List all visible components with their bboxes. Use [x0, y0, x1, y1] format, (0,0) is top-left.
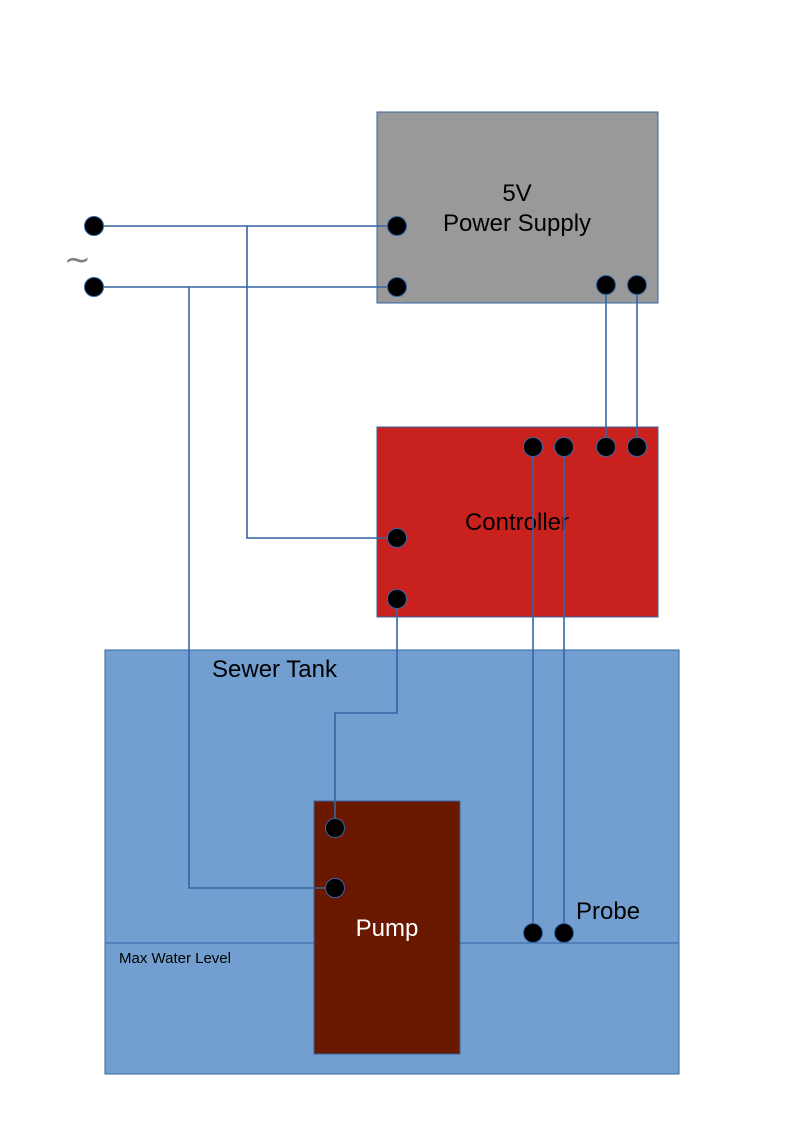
controller-ac-terminal-out [387, 589, 407, 609]
ac-source-symbol: ~ [64, 240, 91, 278]
sewer-tank-label: Sewer Tank [212, 656, 338, 683]
controller-probe-terminal-1 [523, 437, 543, 457]
power-supply-label-line1: 5V [502, 180, 531, 207]
power-supply-ac-terminal-2 [387, 277, 407, 297]
power-supply-dc-terminal-2 [627, 275, 647, 295]
probe-terminal-2 [554, 923, 574, 943]
max-water-level-label: Max Water Level [119, 950, 231, 967]
wire-controller-to-pump [334, 599, 398, 828]
controller-box [376, 426, 659, 618]
controller-dc-terminal-1 [596, 437, 616, 457]
power-supply-ac-terminal-1 [387, 216, 407, 236]
pump-terminal-1 [325, 818, 345, 838]
probe-terminal-1 [523, 923, 543, 943]
wire-live-to-controller [246, 226, 397, 539]
probe-label: Probe [576, 898, 640, 925]
pump-box [313, 800, 461, 1055]
ac-neutral-terminal [84, 277, 104, 297]
wire-neutral-to-pump [188, 287, 335, 889]
power-supply-label-line2: Power Supply [443, 210, 591, 237]
ac-live-terminal [84, 216, 104, 236]
controller-dc-terminal-2 [627, 437, 647, 457]
controller-probe-terminal-2 [554, 437, 574, 457]
pump-terminal-2 [325, 878, 345, 898]
controller-ac-terminal-in [387, 528, 407, 548]
power-supply-box [376, 111, 659, 304]
controller-label: Controller [465, 509, 569, 536]
power-supply-dc-terminal-1 [596, 275, 616, 295]
pump-label: Pump [356, 915, 419, 942]
